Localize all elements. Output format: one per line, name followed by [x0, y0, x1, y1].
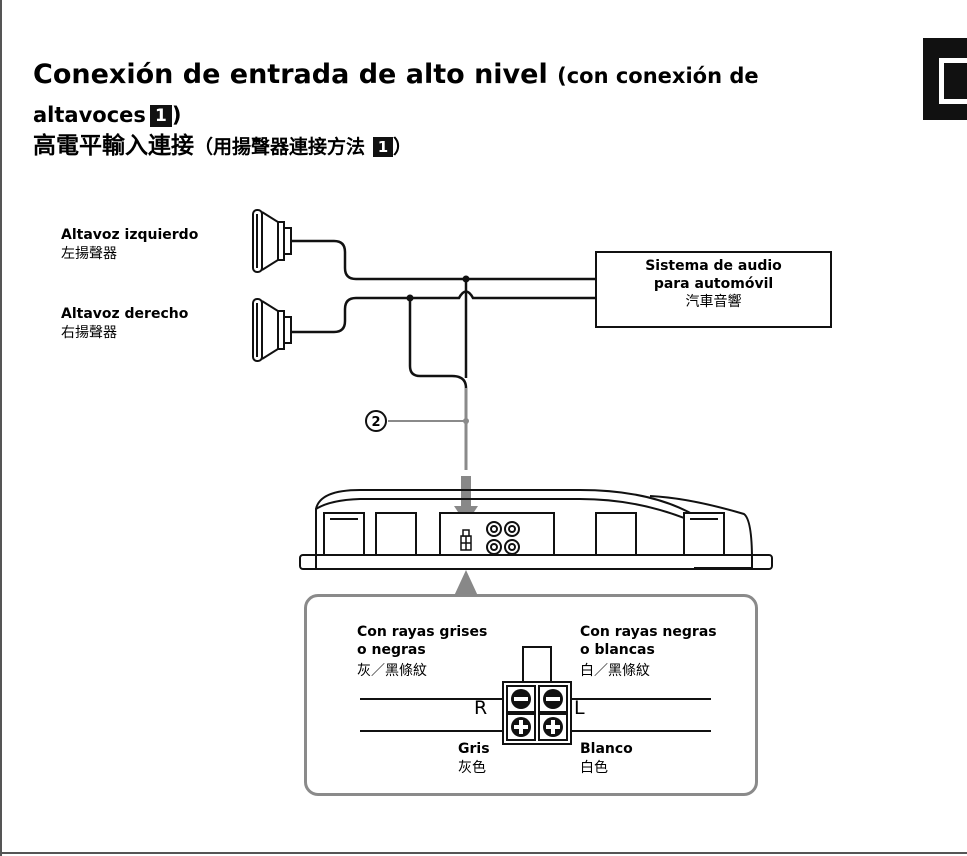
right-speaker-label: Altavoz derecho 右揚聲器 — [61, 306, 189, 341]
page-frame-bottom — [0, 852, 967, 854]
white-wire-label: Blanco 白色 — [580, 741, 633, 776]
connector-icon — [460, 529, 472, 551]
left-speaker-icon — [252, 209, 292, 273]
connector-detail-box — [304, 594, 758, 796]
gray-black-stripe-label: Con rayas grises o negras 灰／黑條紋 — [357, 624, 488, 679]
r-marker: R — [474, 697, 488, 719]
right-speaker-icon — [252, 298, 292, 362]
plus-terminal-icon — [511, 717, 563, 737]
page-frame-left — [0, 0, 2, 856]
minus-terminal-icon — [511, 689, 563, 709]
up-triangle-icon — [454, 570, 478, 596]
callout-circle — [365, 410, 387, 432]
junction-dot-left — [462, 275, 470, 283]
speaker-wires — [291, 239, 596, 389]
title-zh-main: 高電平輸入連接 — [33, 133, 194, 159]
page-title-spanish: Conexión de entrada de alto nivel (con c… — [33, 56, 873, 134]
junction-dot-right — [406, 294, 414, 302]
gray-wire-label: Gris 灰色 — [458, 741, 490, 776]
rca-jacks-icon — [486, 521, 520, 555]
connector-detail-icon — [360, 646, 711, 745]
car-audio-box-outline — [595, 251, 832, 328]
amplifier-icon — [299, 489, 773, 570]
car-audio-box: Sistema de audio para automóvil 汽車音響 — [645, 258, 782, 310]
left-speaker-label: Altavoz izquierdo 左揚聲器 — [61, 227, 199, 262]
title-es-main: Conexión de entrada de alto nivel — [33, 59, 548, 90]
step-number-badge: 1 — [149, 105, 172, 127]
callout-number: 2 — [371, 415, 380, 430]
section-tab-mark — [923, 38, 967, 120]
black-white-stripe-label: Con rayas negras o blancas 白／黑條紋 — [580, 624, 717, 679]
step-number-badge-zh: 1 — [373, 137, 394, 157]
l-marker: L — [574, 697, 585, 719]
